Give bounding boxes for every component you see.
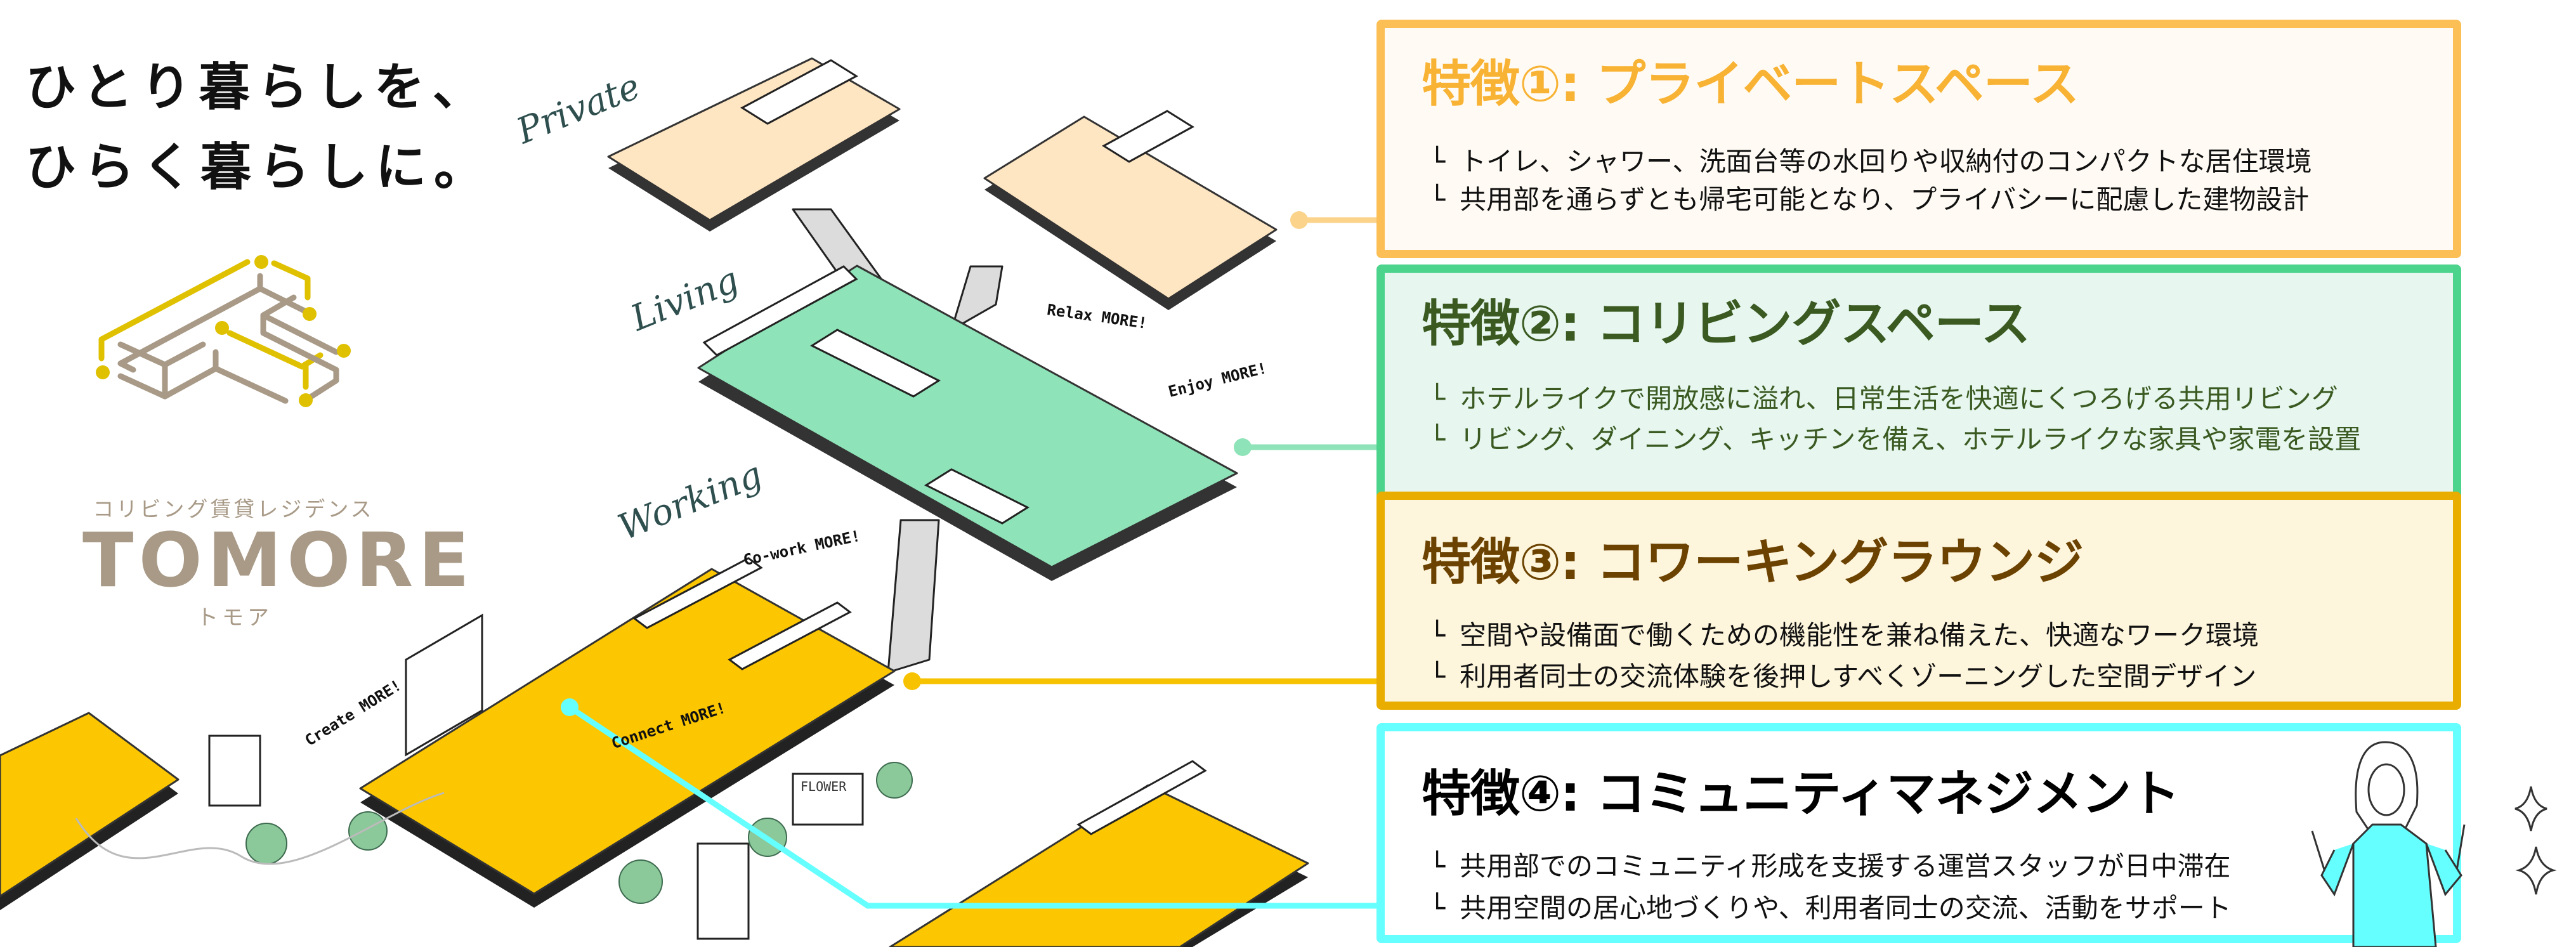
floor-bottom-right xyxy=(889,784,1309,947)
kitchen-counter-icon xyxy=(702,265,858,356)
feature-bullet: └共用空間の居心地づくりや、利用者同士の交流、活動をサポート xyxy=(1429,892,2232,924)
sofa-table-icon xyxy=(924,468,1030,525)
private-floor-left xyxy=(607,57,901,221)
connector-dot-living xyxy=(1234,438,1252,456)
headline-line-1: ひとり暮らしを、 xyxy=(25,58,491,117)
stairs-private-right xyxy=(950,265,1004,331)
floor-bottom-left xyxy=(0,712,180,898)
tree-icon xyxy=(618,859,663,904)
tree-icon xyxy=(348,811,388,851)
flower-shop-icon xyxy=(792,773,864,826)
tree-icon xyxy=(876,762,913,799)
feature-bullet: └共用部でのコミュニティ形成を支援する運営スタッフが日中滞在 xyxy=(1429,851,2231,882)
feature-title: 特徴③: コワーキングラウンジ xyxy=(1422,534,2084,591)
connector-dot-working xyxy=(903,672,921,690)
shop-sign: FLOWER xyxy=(801,779,847,794)
dining-table-icon xyxy=(809,329,941,398)
feature-title: 特徴④: コミュニティマネジメント xyxy=(1422,766,2180,823)
path-line xyxy=(75,792,445,865)
bed-icon xyxy=(1102,110,1194,163)
staff-woman-illustration xyxy=(2311,741,2466,947)
cafe-icon xyxy=(208,735,261,807)
logo-subtitle: コリビング賃貸レジデンス xyxy=(93,497,374,521)
tree-icon xyxy=(245,823,287,865)
connector-community xyxy=(568,705,1376,909)
feature-title: 特徴②: コリビングスペース xyxy=(1422,296,2030,353)
logo-kana: トモア xyxy=(197,605,273,630)
feature-box-private: 特徴①: プライベートスペース └トイレ、シャワー、洗面台等の水回りや収納付のコ… xyxy=(1376,20,2461,258)
desk-icon xyxy=(1076,760,1207,835)
desk-icon xyxy=(632,557,763,629)
desk-icon xyxy=(728,601,852,670)
feature-bullet: └ホテルライクで開放感に溢れ、日常生活を快適にくつろげる共用リビング xyxy=(1429,383,2338,414)
sparkle-icon xyxy=(2515,846,2557,895)
feature-bullet: └トイレ、シャワー、洗面台等の水回りや収納付のコンパクトな居住環境 xyxy=(1429,146,2312,177)
building-icon xyxy=(696,842,750,940)
feature-box-coworking: 特徴③: コワーキングラウンジ └空間や設備面で働くための機能性を兼ね備えた、快… xyxy=(1376,492,2461,710)
feature-title: 特徴①: プライベートスペース xyxy=(1422,56,2079,113)
feature-bullet: └空間や設備面で働くための機能性を兼ね備えた、快適なワーク環境 xyxy=(1429,620,2259,651)
feature-bullet: └リビング、ダイニング、キッチンを備え、ホテルライクな家具や家電を設置 xyxy=(1429,424,2362,455)
bed-icon xyxy=(740,59,858,125)
connector-dot-private xyxy=(1290,211,1308,229)
headline-line-2: ひらく暮らしに。 xyxy=(25,138,492,197)
projector-screen-icon xyxy=(405,613,483,757)
sparkle-icon xyxy=(2514,786,2547,832)
stairs-living-to-working xyxy=(887,519,940,674)
tomore-logo-mark xyxy=(96,255,351,407)
feature-bullet: └共用部を通らずとも帰宅可能となり、プライバシーに配慮した建物設計 xyxy=(1429,184,2310,215)
connector-dot-community xyxy=(561,698,579,716)
private-floor-right xyxy=(983,115,1278,300)
feature-bullet: └利用者同士の交流体験を後押しすべくゾーニングした空間デザイン xyxy=(1429,661,2257,692)
feature-box-community: 特徴④: コミュニティマネジメント └共用部でのコミュニティ形成を支援する運営ス… xyxy=(1376,723,2461,943)
